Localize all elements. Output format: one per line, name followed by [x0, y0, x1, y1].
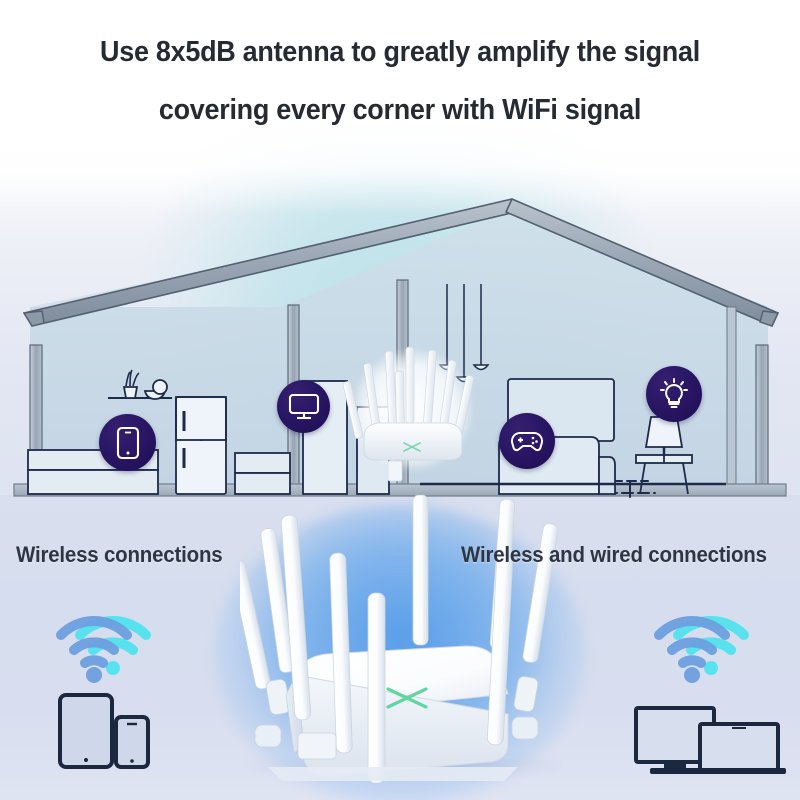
lightbulb-glyph [660, 378, 688, 408]
smartphone-icon[interactable] [99, 414, 156, 471]
wifi-signal-icon-left [56, 616, 151, 683]
label-wireless-connections: Wireless connections [16, 542, 223, 567]
lightbulb-icon[interactable] [646, 366, 702, 422]
headline: Use 8x5dB antenna to greatly amplify the… [0, 36, 800, 127]
wifi-router-inset [342, 346, 475, 482]
label-wireless-and-wired-connections: Wireless and wired connections [461, 542, 767, 567]
device-group-left [58, 693, 150, 769]
tv-glyph [288, 393, 319, 419]
wifi-router-main [240, 495, 559, 784]
smartphone-icon-small [114, 715, 150, 769]
tv-monitor-icon[interactable] [277, 380, 330, 433]
router-feet [254, 716, 539, 760]
router-antennas-front [280, 514, 514, 784]
gamepad-glyph [510, 431, 544, 452]
living-room-furniture [420, 378, 726, 495]
router-led-logo [403, 442, 421, 452]
laptop-icon [692, 722, 786, 774]
device-group-right [634, 706, 786, 774]
headline-line-2: covering every corner with WiFi signal [158, 94, 642, 126]
router-led-logo-main [386, 687, 428, 709]
headline-line-1: Use 8x5dB antenna to greatly amplify the… [100, 36, 700, 68]
kitchen-furniture [27, 369, 291, 495]
gamepad-icon[interactable] [499, 413, 555, 469]
wifi-signal-icon-right [654, 616, 749, 683]
background-white-overlay [0, 0, 800, 215]
tablet-icon [58, 693, 114, 769]
smartphone-glyph [116, 426, 139, 459]
